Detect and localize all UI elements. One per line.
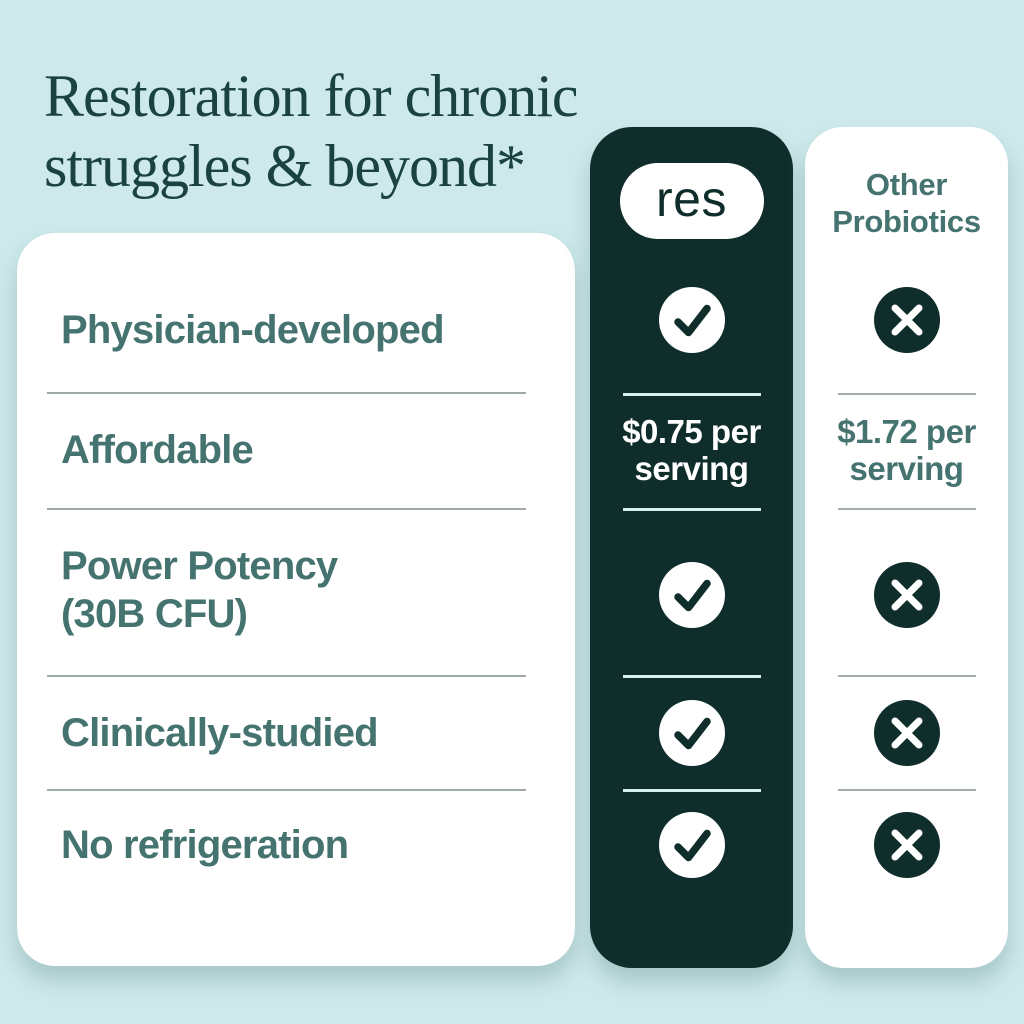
brand-logo-text: res bbox=[656, 171, 727, 227]
feature-label: (30B CFU) bbox=[61, 592, 248, 636]
other-price-line1: $1.72 per bbox=[837, 413, 976, 450]
x-icon bbox=[873, 562, 940, 628]
row-divider bbox=[47, 508, 526, 510]
brand-column: res $0.75 per serving bbox=[590, 127, 793, 968]
row-divider bbox=[622, 789, 761, 792]
brand-logo: res bbox=[619, 163, 764, 239]
row-divider bbox=[837, 789, 976, 791]
feature-no-refrigeration: No refrigeration bbox=[61, 821, 529, 869]
feature-label: Power Potency bbox=[61, 544, 338, 588]
brand-price-line1: $0.75 per bbox=[622, 413, 761, 450]
row-divider bbox=[622, 508, 761, 511]
other-price: $1.72 per serving bbox=[805, 413, 1008, 487]
x-icon bbox=[873, 812, 940, 878]
page-title-line2: struggles & beyond* bbox=[44, 132, 526, 199]
check-icon bbox=[658, 812, 725, 878]
x-icon bbox=[873, 287, 940, 353]
x-icon bbox=[873, 700, 940, 766]
feature-clinically-studied: Clinically-studied bbox=[61, 709, 529, 757]
row-divider bbox=[622, 675, 761, 678]
other-price-line2: serving bbox=[849, 450, 964, 487]
feature-power-potency: Power Potency (30B CFU) bbox=[61, 542, 529, 638]
check-icon bbox=[658, 562, 725, 628]
row-divider bbox=[837, 393, 976, 395]
page-title: Restoration for chronic struggles & beyo… bbox=[44, 62, 578, 201]
row-divider bbox=[47, 675, 526, 677]
features-card: Physician-developed Affordable Power Pot… bbox=[17, 233, 575, 966]
row-divider bbox=[47, 392, 526, 394]
page-title-line1: Restoration for chronic bbox=[44, 63, 578, 130]
row-divider bbox=[47, 789, 526, 791]
row-divider bbox=[622, 393, 761, 396]
feature-label: Clinically-studied bbox=[61, 711, 379, 755]
row-divider bbox=[837, 675, 976, 677]
other-column-header: Other Probiotics bbox=[805, 166, 1008, 240]
feature-label: Physician-developed bbox=[61, 308, 445, 352]
other-header-line2: Probiotics bbox=[832, 204, 981, 239]
feature-affordable: Affordable bbox=[61, 426, 529, 474]
other-header-line1: Other bbox=[865, 167, 948, 202]
check-icon bbox=[658, 700, 725, 766]
feature-physician-developed: Physician-developed bbox=[61, 306, 529, 354]
feature-label: No refrigeration bbox=[61, 823, 349, 867]
brand-price: $0.75 per serving bbox=[590, 413, 793, 487]
feature-label: Affordable bbox=[61, 428, 254, 472]
brand-price-line2: serving bbox=[634, 450, 749, 487]
other-probiotics-column: Other Probiotics $1.72 per serving bbox=[805, 127, 1008, 968]
row-divider bbox=[837, 508, 976, 510]
check-icon bbox=[658, 287, 725, 353]
